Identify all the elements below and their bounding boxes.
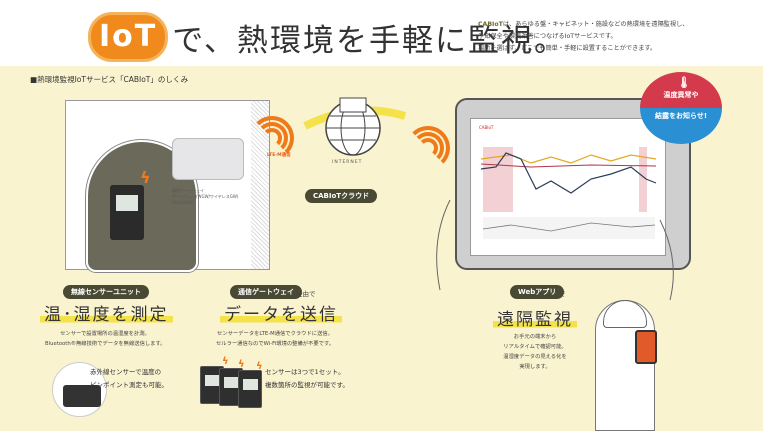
gateway-label-line: 通信ゲートウェイ xyxy=(172,188,204,193)
note-line: ピンポイント測定も可能。 xyxy=(90,381,168,389)
step-pill-gateway: 通信ゲートウェイ xyxy=(230,285,302,299)
desc-line: 場所を選ばず、どこでも簡単・手軽に設置することができます。 xyxy=(478,45,657,52)
alert-line: 温度異常や xyxy=(663,91,699,99)
step-pill-web-app: Webアプリ xyxy=(510,285,565,299)
step-heading: 遠隔監視 xyxy=(493,305,577,330)
web-app-screen: CABIoT xyxy=(470,118,666,256)
desc-line: 予知保全や環境改善につなげるIoTサービスです。 xyxy=(478,33,617,40)
internet-label: INTERNET xyxy=(332,160,363,165)
desc-line: お手元の端末から xyxy=(513,334,557,340)
step-description: センサーで設置場所の温湿度を計測。 Bluetooth®無線技術でデータを無線送… xyxy=(45,329,166,349)
svg-text:CABIoT: CABIoT xyxy=(479,125,494,130)
gateway-device-illustration xyxy=(172,138,244,180)
hands-illustration xyxy=(436,199,674,301)
alert-line: 結露をお知らせ! xyxy=(654,112,708,120)
brand-name: CABIoT xyxy=(478,21,503,28)
step-heading: 温･湿度を測定 xyxy=(40,300,173,325)
desc-line: 実現します。 xyxy=(519,364,551,370)
lte-label: LTE-M通信 xyxy=(267,153,291,158)
intro-description: CABIoTは、あらゆる盤・キャビネット・施設などの熱環境を遠隔監視し、 予知保… xyxy=(478,19,738,55)
dashboard-chart: CABIoT xyxy=(479,125,657,239)
iot-badge: IoT xyxy=(88,12,169,62)
desc-line: センサーデータをLTE-M通信でクラウドに送信。 xyxy=(217,331,333,337)
step-pill-sensor-unit: 無線センサーユニット xyxy=(63,285,149,299)
gateway-label-line: ゲートウェイ(WGW/ワイヤレスGW) xyxy=(172,194,239,199)
gateway-label: 通信ゲートウェイ ゲートウェイ(WGW/ワイヤレスGW) CLY-G9001 xyxy=(172,188,238,206)
desc-line: センサーで設置場所の温湿度を計測。 xyxy=(60,331,150,337)
desc-line: Bluetooth®無線技術でデータを無線送信します。 xyxy=(45,341,166,347)
thermometer-icon: 🌡 xyxy=(677,76,691,89)
step-note: センサーは3つで1セット。 複数箇所の監視が可能です。 xyxy=(265,366,349,392)
desc-line: セルラー通信なのでWi-Fi環境の整備が不要です。 xyxy=(215,341,335,347)
section-label: ■熱環境監視IoTサービス「CABIoT」のしくみ xyxy=(30,75,189,84)
infrared-sensor-illustration xyxy=(52,362,107,417)
step-heading: データを送信 xyxy=(220,300,342,325)
step-description: センサーデータをLTE-M通信でクラウドに送信。 セルラー通信なのでWi-Fi環… xyxy=(215,329,335,349)
note-line: 赤外線センサーで温度の xyxy=(90,368,162,376)
title-text: で、熱環境を手軽に監視。 xyxy=(172,22,568,59)
step-suffix: 経由で xyxy=(296,290,316,298)
desc-line: は、あらゆる盤・キャビネット・施設などの熱環境を遠隔監視し、 xyxy=(502,21,689,28)
desc-line: リアルタイムで確認可能。 xyxy=(503,344,567,350)
alert-notification-badge: 🌡 温度異常や 結露をお知らせ! xyxy=(640,72,722,144)
step-note: 赤外線センサーで温度の ピンポイント測定も可能。 xyxy=(90,366,168,392)
desc-line: 温湿度データの見える化を xyxy=(503,354,567,360)
signal-bolt-icon: ϟ xyxy=(140,168,151,187)
step-suffix: で xyxy=(142,290,149,298)
step-suffix: で xyxy=(559,290,566,298)
note-line: センサーは3つで1セット。 xyxy=(265,368,345,376)
step-description: お手元の端末から リアルタイムで確認可能。 温湿度データの見える化を 実現します… xyxy=(480,332,590,372)
helmet-illustration xyxy=(603,300,647,328)
smartphone-illustration xyxy=(635,330,657,364)
note-line: 複数箇所の監視が可能です。 xyxy=(265,381,349,389)
sensor-unit-illustration xyxy=(110,185,144,240)
gateway-label-line: CLY-G9001 xyxy=(172,200,194,205)
page-title: IoT で、熱環境を手軽に監視。 xyxy=(88,12,567,62)
cloud-label: CABIoTクラウド xyxy=(305,189,378,203)
internet-globe-icon xyxy=(303,97,407,156)
